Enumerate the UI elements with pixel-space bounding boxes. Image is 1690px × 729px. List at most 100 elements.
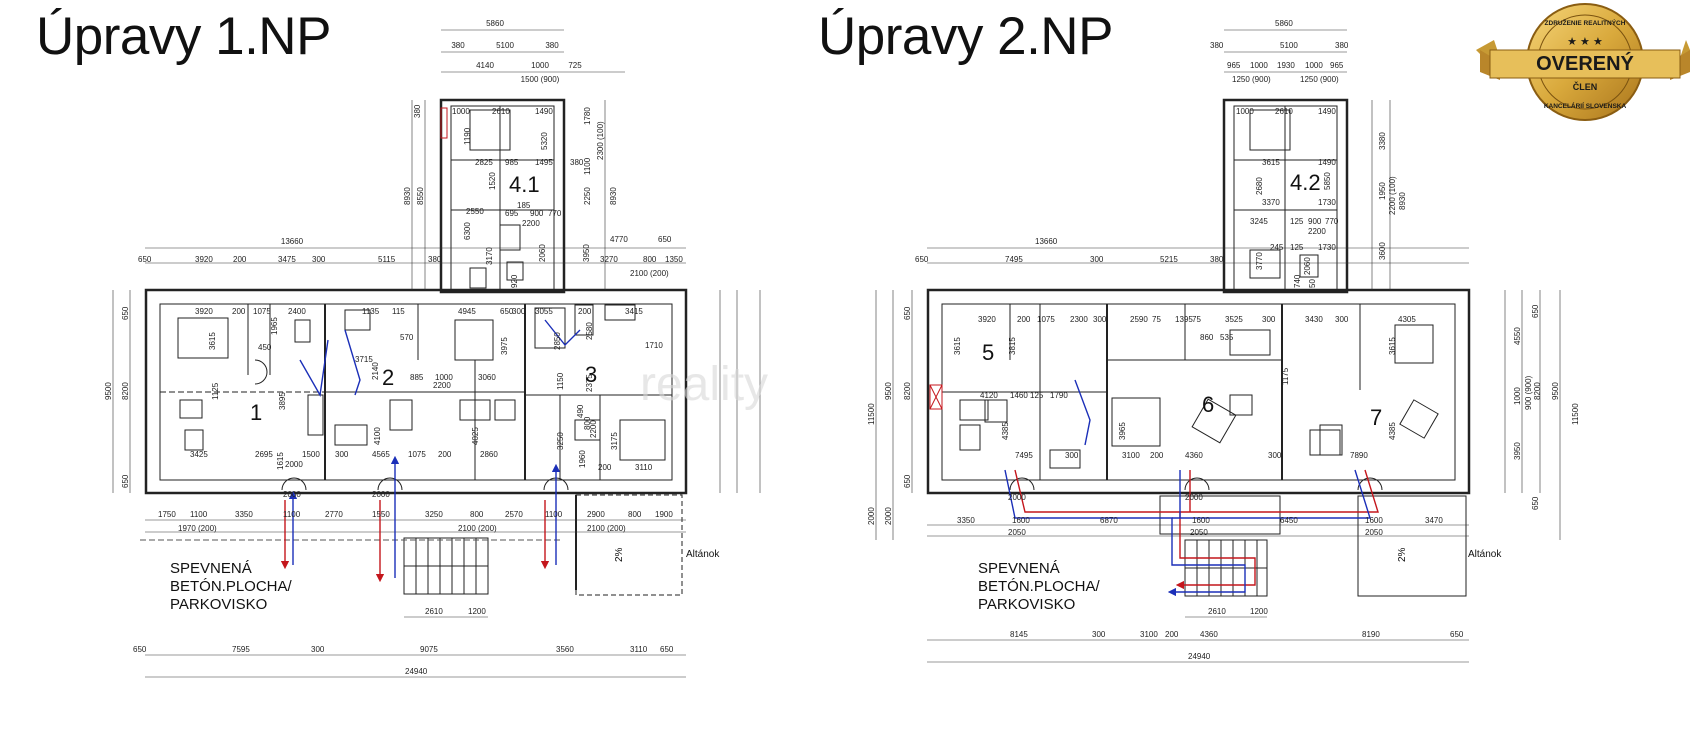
dim: 2250 — [583, 187, 592, 205]
gazebo-label: Altánok — [686, 549, 720, 560]
dim: 985 — [505, 158, 519, 167]
dim: 3370 — [1262, 198, 1280, 207]
floor2-tower-wall — [1222, 98, 1349, 294]
dim: 4120 — [980, 391, 998, 400]
dim: 3350 — [957, 516, 975, 525]
dim: 200 — [1165, 630, 1179, 639]
dim: 650 — [660, 645, 674, 654]
dim: 1490 — [535, 107, 553, 116]
dim: 3475 — [278, 255, 296, 264]
dim: 2860 — [480, 450, 498, 459]
badge-main-text: OVERENÝ — [1536, 51, 1634, 75]
dim: 1100 — [583, 157, 592, 175]
dim: 380 — [428, 255, 442, 264]
dim: 2050 — [1190, 528, 1208, 537]
dim: 695 — [505, 209, 519, 218]
dim: 115 — [392, 307, 405, 316]
floor1-piping — [280, 319, 581, 583]
dim: 2000 — [283, 490, 301, 499]
dim: 3920 — [195, 255, 213, 264]
dim: 9500 — [884, 382, 893, 400]
dim: 770 — [1325, 217, 1339, 226]
dim: 200 — [578, 307, 592, 316]
dim: 2050 — [1365, 528, 1383, 537]
dim: 8190 — [1362, 630, 1380, 639]
dim: 75 — [1192, 315, 1201, 324]
dim: 1600 — [1012, 516, 1030, 525]
dim: 50 — [1308, 279, 1317, 288]
dim: 7495 — [1005, 255, 1023, 264]
dim: 3600 — [1378, 242, 1387, 260]
dim: 200 — [232, 307, 246, 316]
dim: 3425 — [190, 450, 208, 459]
dim: 800 — [643, 255, 657, 264]
dim: 6300 — [463, 222, 472, 240]
floor2-pergola — [1357, 495, 1467, 597]
dim: 3245 — [1250, 217, 1268, 226]
dim: 4385 — [1388, 422, 1397, 440]
dim: 7890 — [1350, 451, 1368, 460]
gazebo-label-2: Altánok — [1468, 549, 1502, 560]
dim: 380 — [1210, 41, 1224, 50]
dim: 650 — [1450, 630, 1464, 639]
dim: 650 — [138, 255, 152, 264]
dim: 2300 (100) — [596, 121, 605, 160]
dim: 300 — [1093, 315, 1107, 324]
dim: 2590 — [1130, 315, 1148, 324]
dim: 3525 — [1225, 315, 1243, 324]
dim: 200 — [438, 450, 452, 459]
dim: 1150 — [556, 372, 565, 390]
room-label-6: 6 — [1202, 392, 1214, 417]
room-label-4-2: 4.2 — [1290, 170, 1321, 195]
dim: 1490 — [1318, 158, 1336, 167]
dim: 3815 — [1008, 337, 1017, 355]
dim: 5215 — [1160, 255, 1178, 264]
dim: 4550 — [1513, 327, 1522, 345]
dim: 200 — [233, 255, 247, 264]
dim: 3615 — [1388, 337, 1397, 355]
dim: 860 — [1200, 333, 1214, 342]
dim: 5100 — [496, 41, 514, 50]
dim: 380 — [545, 41, 559, 50]
dim: 3100 — [1140, 630, 1158, 639]
room-label-2: 2 — [382, 365, 394, 390]
dim: 2610 — [425, 607, 443, 616]
dim: 7495 — [1015, 451, 1033, 460]
dim: 1000 — [1513, 387, 1522, 405]
dim: 2300 — [1070, 315, 1088, 324]
dim: 5320 — [540, 132, 549, 150]
room-label-7: 7 — [1370, 405, 1382, 430]
dim: 1000 — [452, 107, 470, 116]
dim: 3920 — [978, 315, 996, 324]
dim: 5860 — [1275, 19, 1293, 28]
room-label-3: 3 — [585, 362, 597, 387]
slope-label-2: 2% — [1397, 547, 1408, 562]
dim: 200 — [598, 463, 612, 472]
badge-sub-text: ČLEN — [1573, 81, 1598, 92]
dim: 900 — [1308, 217, 1322, 226]
dim: 650 — [133, 645, 147, 654]
dim: 2000 — [285, 460, 303, 469]
dim: 3270 — [600, 255, 618, 264]
dim: 2825 — [475, 158, 493, 167]
floor2-title: Úpravy 2.NP — [818, 7, 1113, 66]
dim: 9500 — [1551, 382, 1560, 400]
dim: 4025 — [471, 427, 480, 445]
dim: 300 — [311, 645, 325, 654]
dim: 3470 — [1425, 516, 1443, 525]
dim: 3615 — [953, 337, 962, 355]
dim: 245 — [1270, 243, 1284, 252]
dim: 2200 — [522, 219, 540, 228]
dim: 885 — [410, 373, 424, 382]
dim: 125 — [1030, 391, 1044, 400]
dim: 570 — [400, 333, 414, 342]
dim: 380 — [413, 104, 422, 118]
dim: 2900 — [587, 510, 605, 519]
dim: 535 — [1220, 333, 1234, 342]
dim: 1490 — [1318, 107, 1336, 116]
dim: 3170 — [485, 247, 494, 265]
dim: 2400 — [288, 307, 306, 316]
dim: 1350 — [665, 255, 683, 264]
dim: 1125 — [211, 382, 220, 400]
dim: 1750 — [158, 510, 176, 519]
